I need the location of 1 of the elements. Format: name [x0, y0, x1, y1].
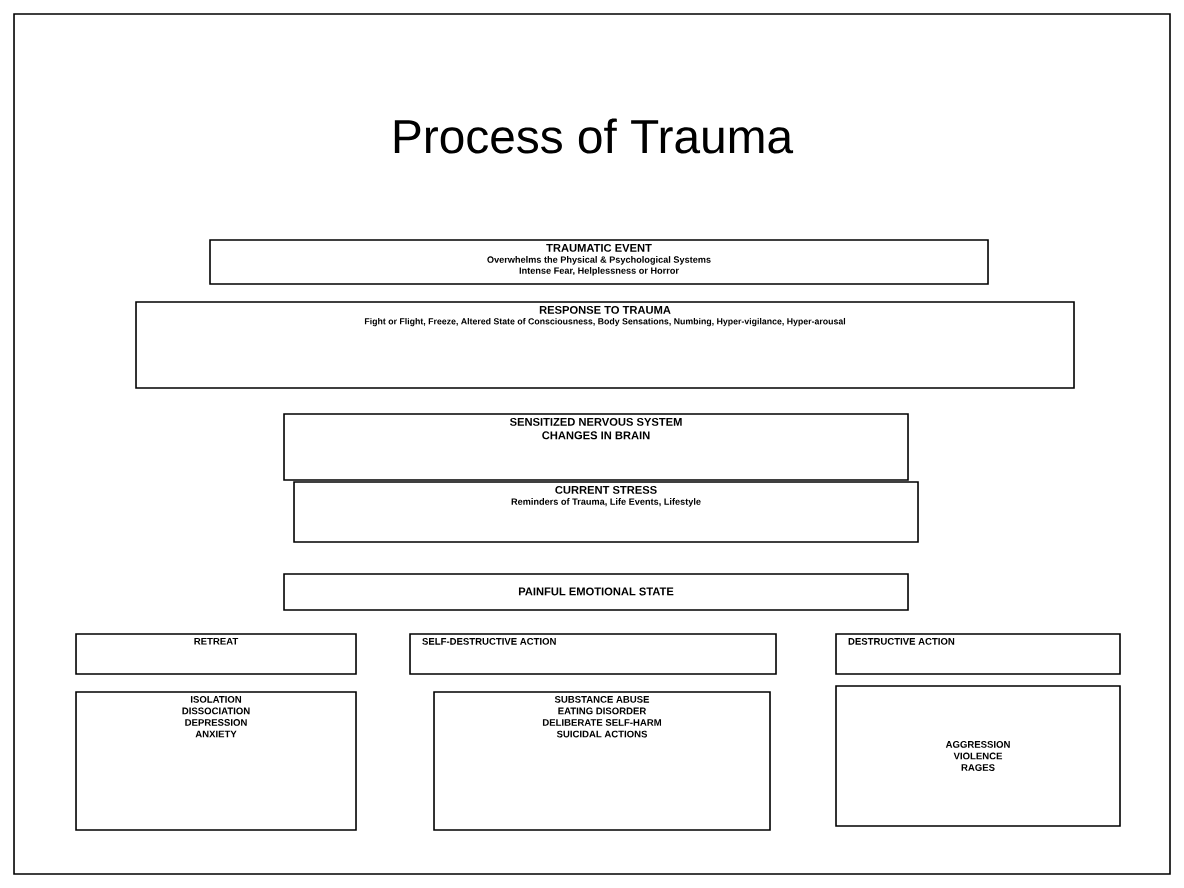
- title: Process of Trauma: [394, 118, 794, 154]
